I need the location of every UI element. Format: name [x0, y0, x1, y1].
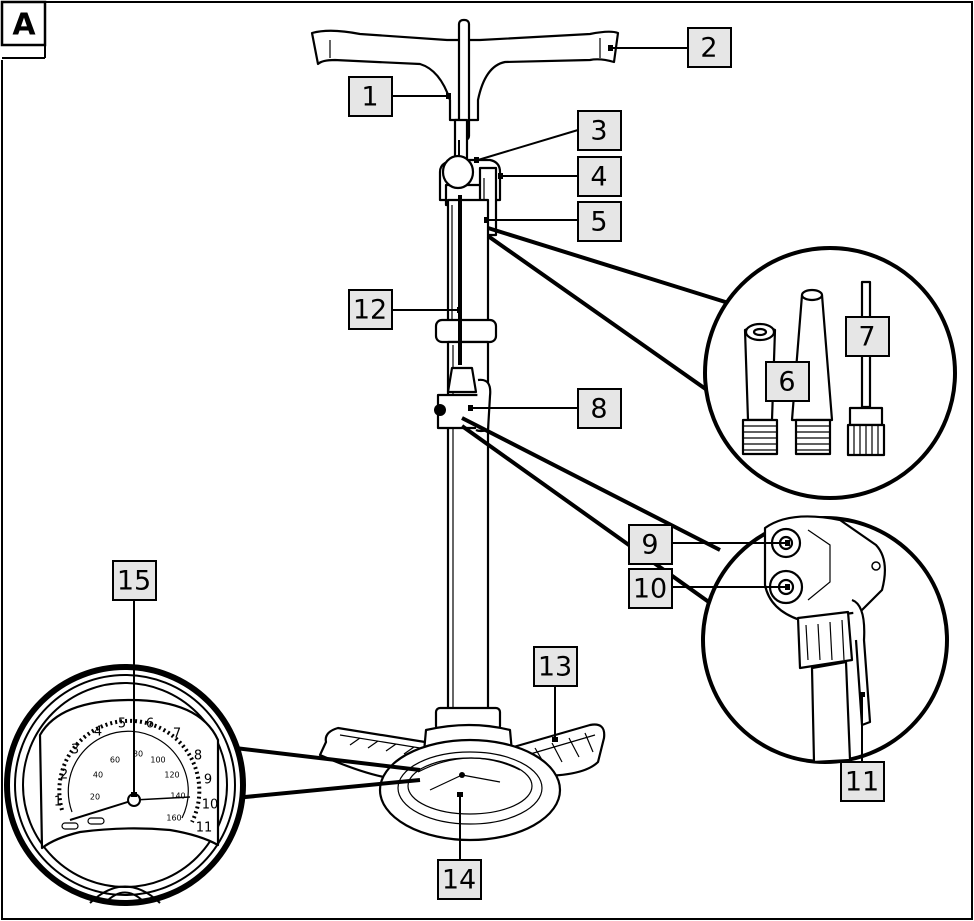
gauge-inner-100: 100 — [150, 756, 165, 765]
callout-6: 6 — [765, 361, 810, 402]
gauge-inner-40: 40 — [93, 771, 103, 780]
callout-2-label: 2 — [700, 33, 717, 64]
callout-5: 5 — [577, 201, 622, 242]
callout-3-label: 3 — [590, 116, 607, 147]
callout-4: 4 — [577, 156, 622, 197]
callout-11: 11 — [840, 761, 885, 802]
gauge-outer-1: 1 — [54, 795, 62, 810]
callout-1-label: 1 — [361, 82, 378, 113]
gauge-outer-2: 2 — [60, 768, 68, 783]
detail-valve-head — [460, 416, 949, 764]
gauge-inner-120: 120 — [164, 771, 179, 780]
callout-8-label: 8 — [590, 394, 607, 425]
gauge-inner-80: 80 — [133, 750, 143, 759]
callout-9: 9 — [628, 524, 673, 565]
gauge-outer-3: 3 — [71, 743, 79, 758]
callout-9-label: 9 — [641, 530, 658, 561]
leader-lines — [131, 45, 865, 860]
callout-10-label: 10 — [633, 574, 667, 605]
callout-1: 1 — [348, 76, 393, 117]
callout-12-label: 12 — [353, 295, 387, 326]
callout-15-label: 15 — [117, 566, 151, 597]
callout-5-label: 5 — [590, 207, 607, 238]
gauge-inner-160: 160 — [166, 814, 181, 823]
callout-2: 2 — [687, 27, 732, 68]
callout-4-label: 4 — [590, 162, 607, 193]
gauge-outer-9: 9 — [204, 773, 212, 788]
callout-7: 7 — [845, 316, 890, 357]
gauge-outer-8: 8 — [194, 749, 202, 764]
gauge-inner-60: 60 — [110, 756, 120, 765]
gauge-outer-5: 5 — [118, 717, 126, 732]
detail-gauge: 1 2 3 4 5 6 7 8 9 10 11 20 40 60 80 100 … — [4, 664, 421, 906]
callout-12: 12 — [348, 289, 393, 330]
gauge-inner-20: 20 — [90, 793, 100, 802]
gauge-inner-numbers: 20 40 60 80 100 120 140 160 — [90, 750, 186, 823]
pump-barrel — [434, 118, 502, 719]
callout-14: 14 — [437, 859, 482, 900]
callout-7-label: 7 — [858, 322, 875, 353]
pump-handle — [310, 18, 620, 142]
gauge-outer-6: 6 — [146, 717, 154, 732]
callout-11-label: 11 — [845, 767, 879, 798]
gauge-outer-10: 10 — [202, 798, 219, 813]
callout-14-label: 14 — [442, 865, 476, 896]
detail-adapters — [486, 226, 957, 500]
callout-3: 3 — [577, 110, 622, 151]
callout-15: 15 — [112, 560, 157, 601]
callout-13: 13 — [533, 646, 578, 687]
callout-6-label: 6 — [778, 367, 795, 398]
callout-8: 8 — [577, 388, 622, 429]
pump-head — [434, 366, 492, 433]
gauge-outer-numbers: 1 2 3 4 5 6 7 8 9 10 11 — [54, 717, 218, 836]
pump-base — [318, 706, 606, 842]
gauge-outer-4: 4 — [94, 725, 102, 740]
panel-label: A — [12, 8, 36, 43]
gauge-outer-7: 7 — [173, 727, 181, 742]
callout-10: 10 — [628, 568, 673, 609]
callout-13-label: 13 — [538, 652, 572, 683]
gauge-outer-11: 11 — [196, 821, 213, 836]
gauge-inner-140: 140 — [170, 792, 185, 801]
